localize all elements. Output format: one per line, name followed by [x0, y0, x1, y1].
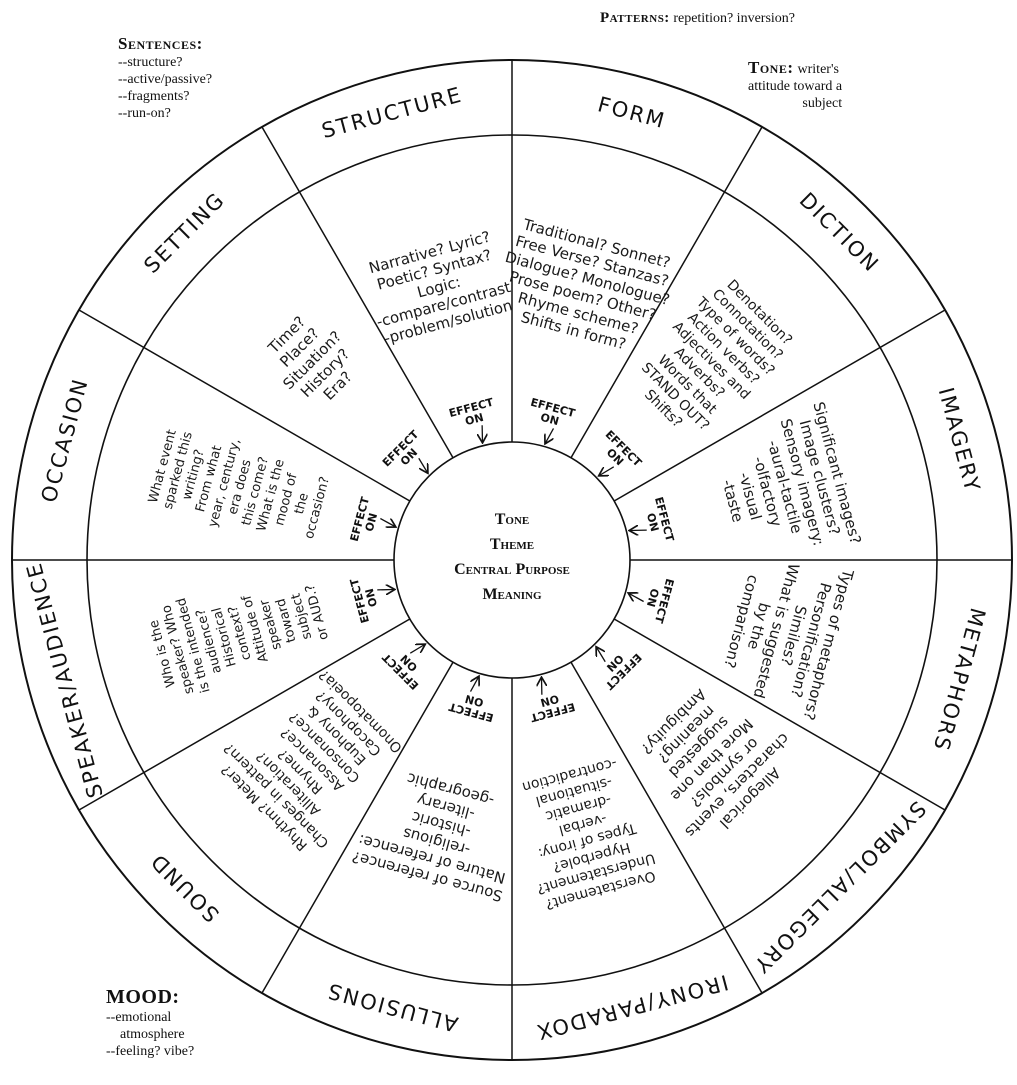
segment-label: ALLUSIONS [324, 978, 461, 1036]
segment-divider [613, 309, 946, 502]
patterns-text: repetition? inversion? [673, 11, 795, 26]
effect-arrow [629, 594, 644, 603]
tone-line: writer's [797, 62, 839, 77]
segment-label: STRUCTURE [319, 82, 465, 143]
center-theme: Theme [490, 536, 534, 553]
center-text: Tone Theme Central Purpose Meaning [454, 511, 570, 603]
on-word: ON [644, 587, 661, 608]
tone-title: Tone: [748, 58, 794, 77]
mood-line: atmosphere [120, 1027, 185, 1042]
center-circle [393, 441, 631, 679]
mood-title: MOOD: [106, 986, 180, 1008]
effect-arrow [469, 677, 479, 692]
sentences-line: --active/passive? [118, 72, 213, 87]
segment-divider [78, 309, 411, 502]
center-tone: Tone [495, 511, 530, 528]
segment-notes: Types of metaphors?Personification?Simil… [720, 561, 857, 722]
tone-line: attitude toward a [748, 79, 843, 94]
center-purpose: Central Purpose [454, 561, 570, 578]
on-word: ON [464, 411, 485, 428]
mood-line: --feeling? vibe? [106, 1044, 195, 1059]
segment-notes: Rhythm? Meter?Changes in pattern?Alliter… [218, 666, 405, 853]
segment-notes: Significant images?Image clusters?Sensor… [718, 400, 864, 548]
sentences-note: Sentences: --structure? --active/passive… [118, 34, 212, 122]
effect-arrow [380, 517, 394, 527]
sentences-title: Sentences: [118, 34, 203, 53]
tone-note: Tone: writer's attitude toward a subject [748, 58, 842, 112]
on-word: ON [644, 512, 661, 533]
segment-label: SOUND [145, 848, 224, 927]
segment-notes: Overstatement?Understatement?Hyperbole?T… [520, 754, 657, 912]
sentences-line: --structure? [118, 55, 183, 70]
segment-divider [613, 618, 946, 811]
segment-divider [78, 618, 411, 811]
effect-arrow [546, 428, 555, 442]
segment-divider [570, 126, 763, 459]
segment-notes: Source of reference?Nature of reference:… [350, 769, 507, 905]
effect-arrow [597, 648, 606, 663]
segment-note-line: the [292, 491, 312, 515]
segment-label: DICTION [795, 188, 884, 277]
effect-arrow [600, 466, 615, 475]
segment-divider [261, 661, 454, 994]
segment-label: SPEAKER/AUDIENCE [22, 559, 108, 800]
segment-label: SYMBOL/ALLEGORY [748, 796, 930, 978]
mood-line: --emotional [106, 1010, 172, 1025]
patterns-title: Patterns: [600, 10, 670, 26]
segment-divider [261, 126, 454, 459]
segment-notes: Traditional? Sonnet?Free Verse? Stanzas?… [503, 215, 672, 353]
segment-label: IMAGERY [934, 385, 985, 495]
segment-label: SETTING [139, 187, 230, 278]
sentences-line: --fragments? [118, 89, 190, 104]
segment-label: OCCASION [37, 375, 93, 505]
effect-arrow [418, 457, 427, 472]
on-word: ON [363, 587, 380, 608]
segment-divider [570, 661, 763, 994]
effect-arrow [409, 645, 424, 654]
mood-note: MOOD: --emotional atmosphere --feeling? … [106, 986, 194, 1060]
segment-label: FORM [595, 92, 668, 133]
segment-notes: Time?Place?Situation?History?Era? [264, 313, 356, 404]
tone-line: subject [802, 96, 843, 111]
on-word: ON [464, 692, 485, 709]
sentences-line: --run-on? [118, 106, 171, 121]
patterns-note: Patterns: repetition? inversion? [600, 10, 795, 27]
center-meaning: Meaning [482, 586, 542, 603]
on-word: ON [539, 692, 560, 709]
on-word: ON [363, 512, 380, 533]
segment-label: IRONY/PARADOX [533, 970, 731, 1045]
on-word: ON [539, 411, 560, 428]
segment-notes: Narrative? Lyric?Poetic? Syntax?Logic:-c… [367, 227, 514, 347]
